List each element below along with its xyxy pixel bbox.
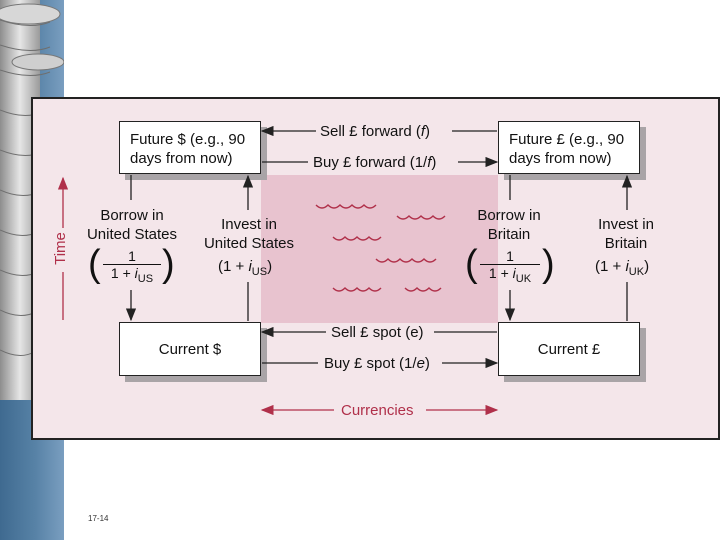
future-pound-line2: days from now) xyxy=(509,150,612,167)
invest-us-rate: (1 + iUS) xyxy=(218,258,272,278)
future-dollar-box: Future $ (e.g., 90 days from now) xyxy=(119,121,261,174)
invest-uk-line2: Britain xyxy=(604,235,648,252)
invest-us-rate-text: (1 + xyxy=(218,258,249,275)
time-axis-label: Time xyxy=(51,232,69,265)
borrow-us-paren-left: ( xyxy=(88,243,101,285)
invest-us-line1: Invest in xyxy=(221,216,277,233)
invest-uk-rate-close: ) xyxy=(644,258,650,275)
shaded-region xyxy=(261,175,498,323)
current-pound-label: Current £ xyxy=(537,341,601,358)
buy-forward-text: Buy £ forward (1/ xyxy=(313,154,428,171)
borrow-us-den-sub: US xyxy=(137,272,154,285)
invest-uk-line1: Invest in xyxy=(598,216,654,233)
invest-us-line2: United States xyxy=(203,235,295,252)
future-dollar-line1: Future $ (e.g., 90 xyxy=(130,131,246,148)
buy-forward-label: Buy £ forward (1/f) xyxy=(313,154,436,171)
buy-spot-close: ) xyxy=(424,355,430,372)
invest-uk-label: Invest in Britain xyxy=(585,215,667,253)
borrow-uk-den-var: i xyxy=(512,265,516,281)
invest-us-rate-var: i xyxy=(248,258,252,275)
buy-forward-var: f xyxy=(427,154,432,171)
borrow-uk-frac-den: 1 + iUK xyxy=(480,265,540,285)
invest-us-rate-close: ) xyxy=(267,258,273,275)
borrow-us-fraction: 1 1 + iUS xyxy=(103,248,161,285)
borrow-uk-line1: Borrow in xyxy=(477,207,541,224)
borrow-us-den-text: 1 + xyxy=(110,265,135,281)
future-pound-line1: Future £ (e.g., 90 xyxy=(509,131,625,148)
invest-uk-rate: (1 + iUK) xyxy=(595,258,649,278)
sell-forward-text: Sell £ forward ( xyxy=(320,123,421,140)
buy-spot-text: Buy £ spot (1/ xyxy=(324,355,417,372)
borrow-uk-fraction: 1 1 + iUK xyxy=(480,248,540,285)
borrow-uk-frac-num: 1 xyxy=(480,248,540,265)
sell-forward-label: Sell £ forward (f) xyxy=(320,123,430,140)
future-dollar-line2: days from now) xyxy=(130,150,233,167)
sell-forward-var: f xyxy=(420,123,426,140)
borrow-us-line1: Borrow in xyxy=(100,207,164,224)
page-number: 17-14 xyxy=(88,514,109,523)
invest-us-rate-sub: US xyxy=(251,266,268,278)
borrow-us-label: Borrow in United States xyxy=(78,206,186,244)
invest-us-label: Invest in United States xyxy=(196,215,302,253)
sell-forward-close: ) xyxy=(425,123,431,140)
borrow-us-den-var: i xyxy=(134,265,138,281)
borrow-us-frac-num: 1 xyxy=(103,248,161,265)
borrow-uk-line2: Britain xyxy=(487,226,531,243)
sell-spot-label: Sell £ spot (e) xyxy=(331,324,424,341)
borrow-uk-paren-left: ( xyxy=(465,243,478,285)
buy-spot-label: Buy £ spot (1/e) xyxy=(324,355,430,372)
borrow-us-paren-right: ) xyxy=(162,243,175,285)
borrow-uk-label: Borrow in Britain xyxy=(466,206,552,244)
borrow-us-line2: United States xyxy=(86,226,178,243)
borrow-uk-den-text: 1 + xyxy=(488,265,513,281)
borrow-us-frac-den: 1 + iUS xyxy=(103,265,161,285)
borrow-uk-paren-right: ) xyxy=(542,243,555,285)
current-dollar-label: Current $ xyxy=(158,341,222,358)
invest-uk-rate-text: (1 + xyxy=(595,258,626,275)
current-dollar-box: Current $ xyxy=(119,322,261,376)
future-pound-box: Future £ (e.g., 90 days from now) xyxy=(498,121,640,174)
current-pound-box: Current £ xyxy=(498,322,640,376)
buy-spot-var: e xyxy=(416,355,425,372)
currencies-axis-label: Currencies xyxy=(341,402,414,419)
invest-uk-rate-sub: UK xyxy=(628,266,645,278)
invest-uk-rate-var: i xyxy=(625,258,629,275)
buy-forward-close: ) xyxy=(431,154,437,171)
borrow-uk-den-sub: UK xyxy=(515,272,532,285)
